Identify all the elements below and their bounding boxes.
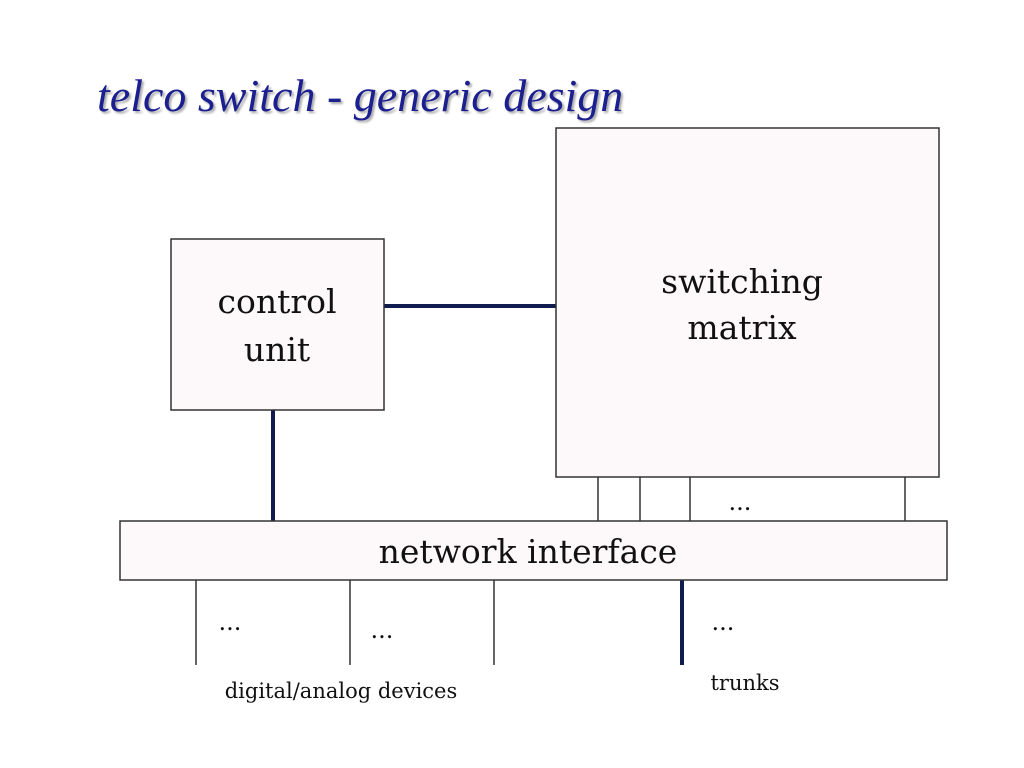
switching-matrix-label-line1: switching: [661, 262, 823, 301]
trunks-caption: trunks: [710, 671, 779, 695]
control-unit-label-line2: unit: [244, 330, 310, 369]
device-ellipsis-2: ...: [371, 616, 394, 644]
network-interface-box: [119, 520, 948, 581]
control-unit-node: control unit: [170, 238, 385, 411]
control-unit-label-line1: control: [217, 282, 336, 321]
slide-title: telco switch - generic design: [97, 70, 624, 121]
switching-matrix-box: [555, 127, 940, 478]
switching-matrix-label-line2: matrix: [687, 308, 797, 347]
network-interface-label: network interface: [379, 532, 678, 571]
control-unit-box: [170, 238, 385, 411]
device-ellipsis-1: ...: [219, 608, 242, 636]
trunk-ellipsis: ...: [712, 608, 735, 636]
network-interface-node: network interface: [119, 520, 948, 581]
devices-caption: digital/analog devices: [225, 679, 458, 703]
matrix-ports-ellipsis: ...: [729, 488, 752, 516]
switching-matrix-node: switching matrix: [555, 127, 940, 478]
